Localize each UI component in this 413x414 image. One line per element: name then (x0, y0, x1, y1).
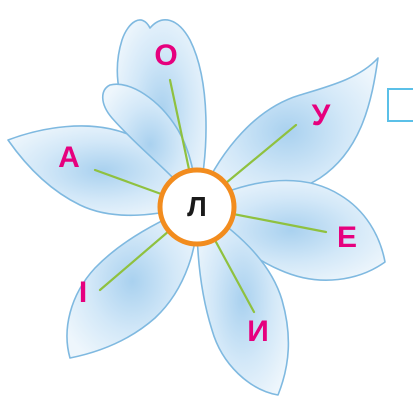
petal-letter-o: О (154, 41, 177, 71)
petal-letter-e: Е (337, 223, 357, 253)
petal-letter-i: І (79, 278, 87, 308)
center-letter: Л (187, 193, 207, 221)
petal-letter-y: И (247, 317, 269, 347)
petal-letter-u: У (312, 101, 331, 131)
petal-letter-a: А (58, 143, 80, 173)
answer-box[interactable] (387, 88, 413, 122)
